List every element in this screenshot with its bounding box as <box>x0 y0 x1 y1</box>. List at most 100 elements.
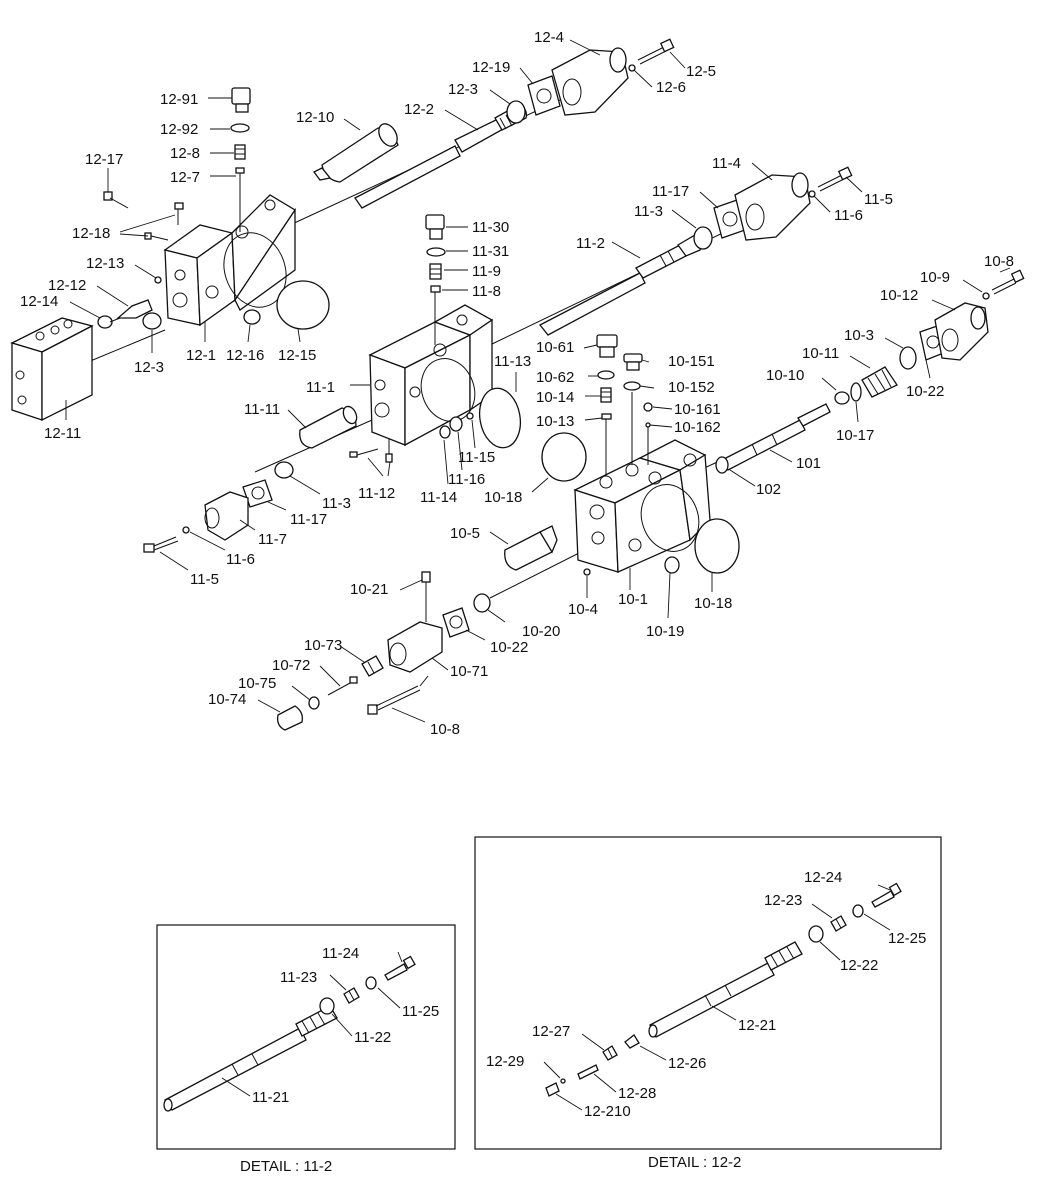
part-10-19-o-ring <box>664 556 680 574</box>
detail-12-24-bolt <box>871 882 902 908</box>
label-12-12: 12-12 <box>48 277 86 294</box>
leader-lines <box>65 39 1011 723</box>
label-11-24: 11-24 <box>322 945 359 962</box>
part-11-3-o-ring-upper <box>693 226 713 250</box>
part-12-8-spring <box>234 144 246 160</box>
label-11-15: 11-15 <box>458 449 495 466</box>
label-11-4: 11-4 <box>712 155 741 172</box>
label-12-5: 12-5 <box>686 63 716 80</box>
part-11-17-gasket-upper <box>713 199 746 239</box>
label-12-16: 12-16 <box>226 347 264 364</box>
part-11-1-housing <box>368 304 494 447</box>
part-11-30-plug <box>425 214 445 240</box>
label-10-8-lower: 10-8 <box>430 721 460 738</box>
part-10-74-plug <box>277 705 303 731</box>
part-10-8-bolt-lower <box>367 675 429 715</box>
label-11-25: 11-25 <box>402 1003 439 1020</box>
label-11-11: 11-11 <box>244 401 280 418</box>
label-12-22: 12-22 <box>840 957 878 974</box>
part-12-6-washer <box>628 64 636 72</box>
part-10-62-o-ring <box>597 370 615 380</box>
label-12-23: 12-23 <box>764 892 802 909</box>
label-11-30: 11-30 <box>472 219 509 236</box>
label-11-1: 11-1 <box>306 379 335 396</box>
part-10-14-spring <box>600 387 612 403</box>
part-11-9-spring <box>429 263 442 280</box>
detail-12-210-plug <box>545 1082 560 1097</box>
part-11-8-pin <box>430 285 441 345</box>
label-12-3-lower: 12-3 <box>134 359 164 376</box>
part-12-16-o-ring <box>243 309 261 325</box>
label-12-27: 12-27 <box>532 1023 570 1040</box>
label-12-210: 12-210 <box>584 1103 631 1120</box>
label-12-25: 12-25 <box>888 930 926 947</box>
label-12-26: 12-26 <box>668 1055 706 1072</box>
label-12-7: 12-7 <box>170 169 200 186</box>
detail-12-25-washer <box>852 904 864 918</box>
label-11-14: 11-14 <box>420 489 457 506</box>
label-10-9: 10-9 <box>920 269 950 286</box>
part-10-17-ring <box>850 382 862 402</box>
label-12-3-upper: 12-3 <box>448 81 478 98</box>
label-12-8: 12-8 <box>170 145 200 162</box>
detail-11-23-spring <box>343 987 360 1004</box>
part-12-14-o-ring <box>97 315 113 329</box>
part-12-92-o-ring <box>230 123 250 133</box>
label-11-3-lower: 11-3 <box>322 495 351 512</box>
label-11-17-lower: 11-17 <box>290 511 327 528</box>
detail-12-29-ball <box>560 1078 566 1084</box>
label-12-91: 12-91 <box>160 91 198 108</box>
detail-11-22-washer <box>319 997 335 1015</box>
label-101: 101 <box>796 455 821 472</box>
part-12-11-block <box>10 317 94 422</box>
part-12-2-spool <box>354 103 528 209</box>
part-12-1-housing <box>163 194 296 327</box>
part-12-7-pin <box>235 167 245 232</box>
part-12-12-poppet <box>109 299 153 323</box>
part-10-10-washer <box>834 391 850 405</box>
label-10-72: 10-72 <box>272 657 310 674</box>
part-10-61-plug <box>596 334 618 358</box>
label-10-22-lower: 10-22 <box>490 639 528 656</box>
label-11-2: 11-2 <box>576 235 605 252</box>
detail-11-2: 11-24 11-23 11-25 11-22 11-21 DETAIL : 1… <box>156 924 456 1175</box>
label-10-4: 10-4 <box>568 601 598 618</box>
part-11-6-washer-lower <box>182 526 190 534</box>
label-11-9: 11-9 <box>472 263 501 280</box>
part-10-4-pin <box>583 568 591 576</box>
part-10-18-o-ring-left <box>541 432 587 482</box>
part-10-21-bolt <box>421 571 431 622</box>
detail-12-26-poppet <box>624 1034 640 1049</box>
part-12-17-bolt <box>103 191 129 209</box>
detail-12-2: 12-24 12-23 12-25 12-22 12-21 12-27 12-2… <box>474 836 942 1171</box>
part-10-73-spring <box>361 655 384 677</box>
label-12-14: 12-14 <box>20 293 58 310</box>
label-11-16: 11-16 <box>448 471 485 488</box>
part-12-10-plug <box>313 123 399 183</box>
part-10-12-cover <box>934 302 989 361</box>
label-12-2: 12-2 <box>404 101 434 118</box>
part-10-162-plug <box>645 422 651 428</box>
part-12-18-screws <box>144 202 184 241</box>
label-12-29: 12-29 <box>486 1053 524 1070</box>
label-10-151: 10-151 <box>668 353 715 370</box>
part-labels: 12-4 12-5 12-6 12-19 12-3 12-2 12-10 12-… <box>20 29 1014 738</box>
part-11-15-pin <box>466 412 474 420</box>
label-12-17: 12-17 <box>85 151 123 168</box>
label-10-75: 10-75 <box>238 675 276 692</box>
label-11-6-upper: 11-6 <box>834 207 863 224</box>
part-10-22-gasket-lower <box>442 607 470 638</box>
label-12-1: 12-1 <box>186 347 216 364</box>
label-12-4: 12-4 <box>534 29 564 46</box>
label-11-7: 11-7 <box>258 531 287 548</box>
label-10-152: 10-152 <box>668 379 715 396</box>
label-11-8: 11-8 <box>472 283 501 300</box>
label-12-24: 12-24 <box>804 869 842 886</box>
detail-12-27-spring <box>602 1045 618 1061</box>
label-12-11: 12-11 <box>44 425 81 442</box>
label-10-18-right: 10-18 <box>694 595 732 612</box>
part-102-seal <box>715 456 729 474</box>
part-12-91-plug <box>231 87 251 113</box>
part-11-11-cartridge <box>299 405 358 449</box>
label-12-92: 12-92 <box>160 121 198 138</box>
